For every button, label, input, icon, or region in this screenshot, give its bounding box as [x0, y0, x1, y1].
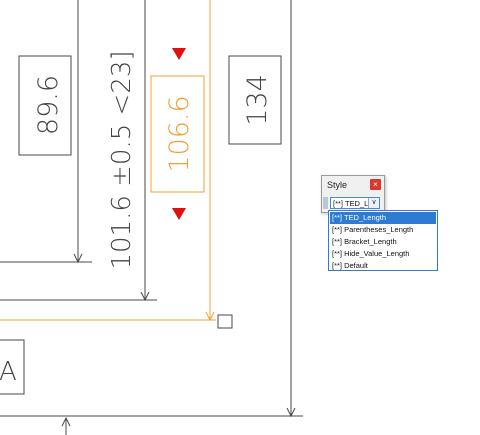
red-arrow-down-marker-icon[interactable] — [172, 208, 186, 220]
datum-label-a[interactable]: A — [0, 357, 17, 387]
arrow-head-134 — [286, 407, 296, 418]
dimension-text-tolerance[interactable]: 101.6 ±0.5 <23] — [107, 50, 137, 269]
bottom-arrow-head — [61, 416, 71, 427]
chevron-down-icon[interactable]: ∨ — [368, 198, 379, 208]
dimension-text-106-6-selected[interactable]: 106.6 — [164, 95, 195, 172]
boxed-dimension-134-frame — [228, 55, 282, 145]
style-palette[interactable]: Style × [**] TED_Len ∨ — [321, 175, 385, 213]
selected-arrow-head — [205, 311, 215, 322]
dropdown-item-parentheses-length[interactable]: [**] Parentheses_Length — [332, 225, 414, 234]
red-arrow-up-marker-icon[interactable] — [172, 48, 186, 60]
palette-grip-icon[interactable] — [323, 197, 328, 209]
dropdown-item-default[interactable]: [**] Default — [332, 261, 368, 270]
arrow-head-101-6 — [140, 291, 150, 302]
dropdown-item-ted-length[interactable]: [**] TED_Length — [330, 212, 436, 224]
dropdown-item-bracket-length[interactable]: [**] Bracket_Length — [332, 237, 397, 246]
close-icon[interactable]: × — [370, 179, 381, 190]
selected-dimension-frame — [150, 75, 205, 193]
grip-handle-square[interactable] — [217, 314, 233, 329]
style-palette-title: Style — [327, 180, 348, 190]
datum-a-frame — [0, 339, 25, 395]
style-combobox-value: [**] TED_Len — [333, 199, 370, 208]
dropdown-item-hide-value-length[interactable]: [**] Hide_Value_Length — [332, 249, 410, 258]
style-combobox[interactable]: [**] TED_Len ∨ — [330, 197, 380, 209]
arrow-head-89-6 — [73, 253, 83, 264]
dimension-text-134[interactable]: 134 — [242, 74, 273, 126]
dimension-text-89-6[interactable]: 89.6 — [33, 75, 64, 135]
style-dropdown-list[interactable]: [**] TED_Length [**] Parentheses_Length … — [328, 210, 438, 271]
boxed-dimension-89-6-frame — [18, 55, 72, 156]
